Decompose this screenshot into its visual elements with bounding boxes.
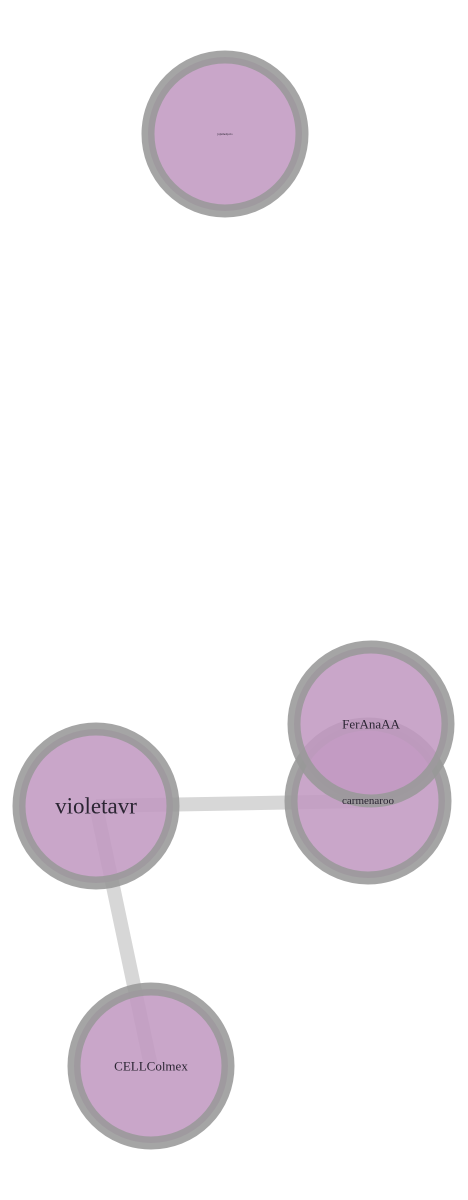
node-FerAnaAA[interactable]	[287, 640, 455, 808]
node-circles	[12, 50, 455, 1150]
node-labels: jujumedpolo violetavr carmenaroo FerAnaAA CE…	[55, 132, 400, 1074]
node-label-jujumedpolo: jujumedpolo	[216, 132, 233, 136]
node-label-CELLColmex: CELLColmex	[114, 1059, 188, 1074]
node-label-violetavr: violetavr	[55, 794, 137, 819]
nodes-layer: jujumedpolo violetavr carmenaroo FerAnaAA CE…	[12, 50, 455, 1150]
node-violetavr[interactable]	[12, 722, 180, 890]
node-CELLColmex[interactable]	[67, 982, 235, 1150]
node-label-carmenaroo: carmenaroo	[342, 795, 394, 807]
node-jujumedpolo[interactable]	[141, 50, 309, 218]
node-label-FerAnaAA: FerAnaAA	[342, 717, 400, 732]
